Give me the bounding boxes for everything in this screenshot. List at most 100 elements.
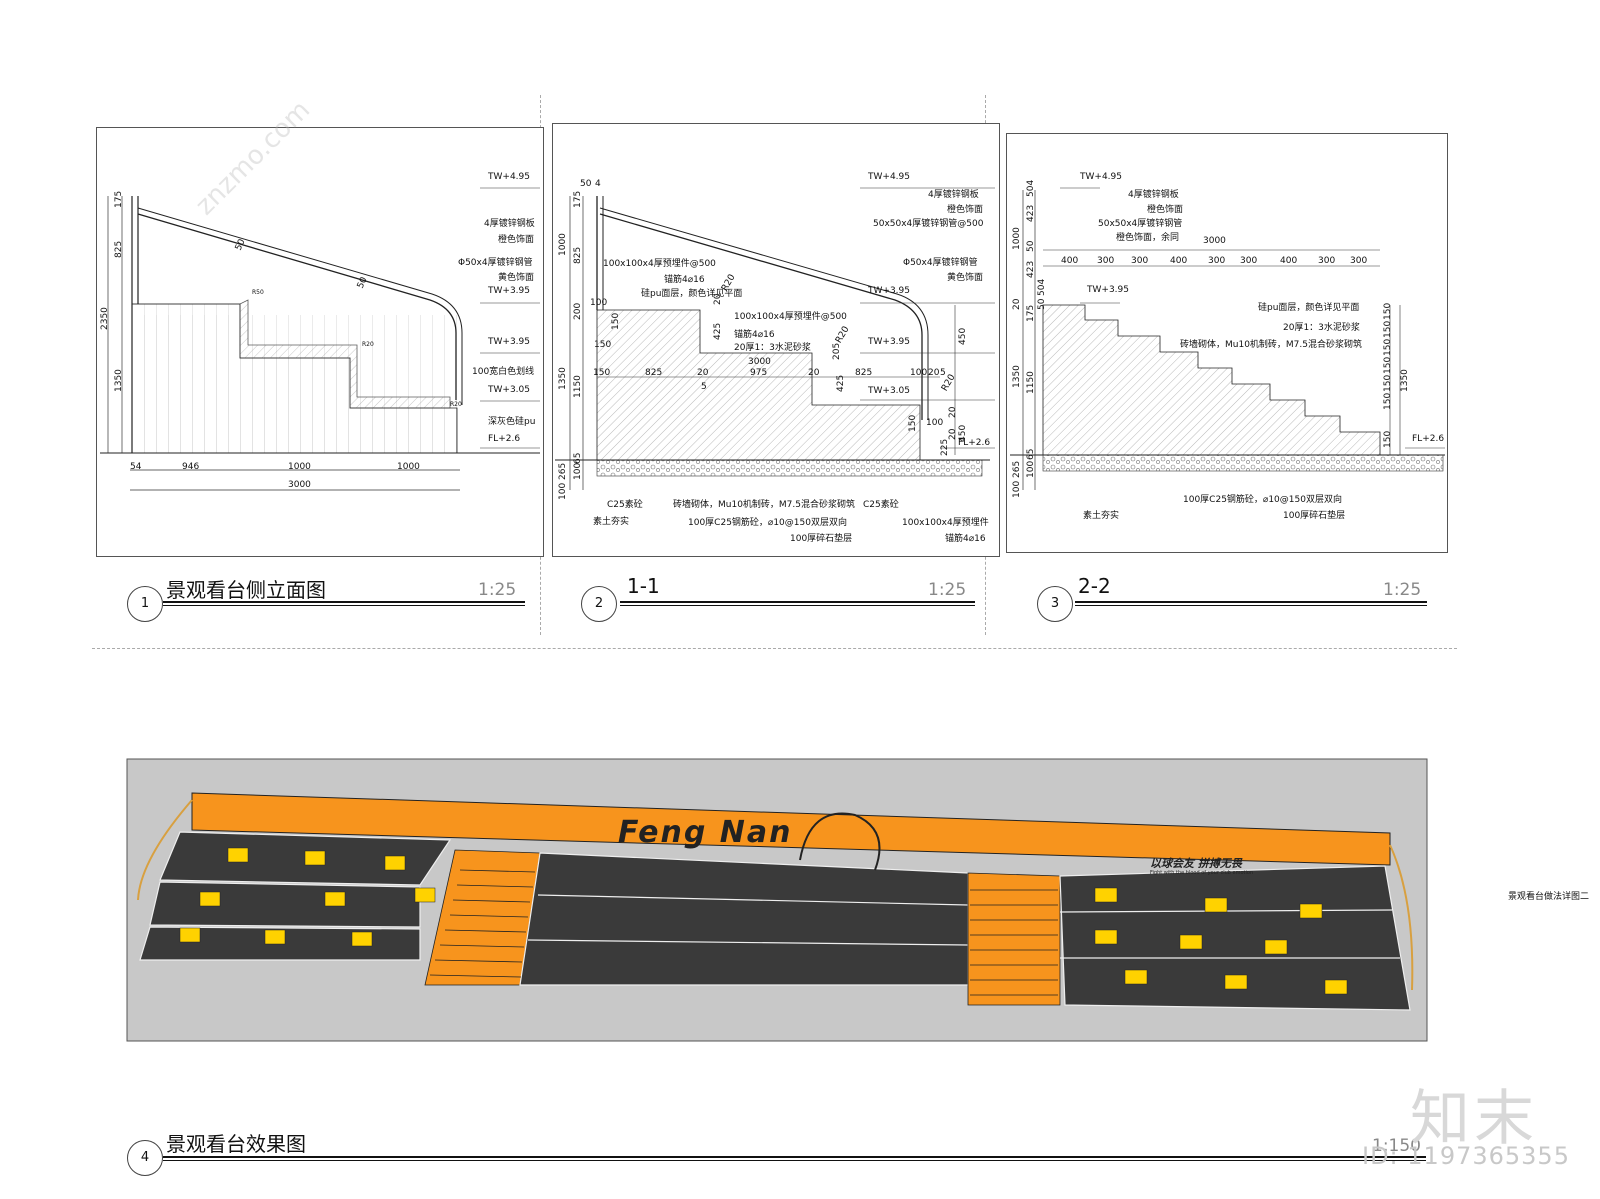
p2-dim-mid-8: 20 bbox=[928, 368, 940, 378]
p3-label-top-4: 橙色饰面，余同 bbox=[1116, 233, 1180, 243]
p2-elevation-5: FL+2.6 bbox=[958, 438, 991, 448]
p3-label-right-2: 20厚1：3水泥砂浆 bbox=[1283, 323, 1360, 333]
p2-dim-inline-13: 100 bbox=[926, 418, 944, 428]
drawing-2-number: 2 bbox=[581, 586, 617, 622]
p2-dim-inline-17: 20 bbox=[948, 428, 958, 440]
p2-dim-inline-6: 425 bbox=[836, 374, 846, 392]
p2-dim-mid-4: 975 bbox=[750, 368, 768, 378]
p2-dim-top-1: 50 bbox=[580, 179, 592, 189]
p2-dim-mid-11: 5 bbox=[701, 382, 707, 392]
p3-dim-left-14: 100 bbox=[1026, 460, 1036, 478]
p1-label-3: Φ50x4厚镀锌钢管 bbox=[458, 258, 533, 268]
p1-dim-inline-5: R20 bbox=[450, 401, 462, 408]
p1-dim-left-1: 175 bbox=[114, 190, 124, 208]
p2-dim-left-9: 100 bbox=[573, 462, 583, 480]
sheet-divider-horizontal bbox=[92, 648, 1457, 649]
p1-label-4: 黄色饰面 bbox=[498, 273, 535, 283]
drawing-3-title: 2-2 bbox=[1078, 574, 1111, 598]
p1-elevation-4: TW+3.05 bbox=[488, 385, 530, 395]
render-slogan-cn: 以球会友 拼搏无畏 bbox=[1150, 857, 1242, 870]
drawing-3-underline bbox=[1075, 601, 1427, 603]
p3-dim-right-4: 150 bbox=[1383, 356, 1393, 374]
drawing-1-number: 1 bbox=[127, 586, 163, 622]
drawing-2-title: 1-1 bbox=[627, 574, 660, 598]
p3-dim-top-10: 300 bbox=[1350, 256, 1368, 266]
p3-label-right-1: 硅pu面层，颜色详见平面 bbox=[1258, 303, 1360, 313]
p1-dim-bottom-2: 946 bbox=[182, 462, 200, 472]
p2-dim-left-5: 1350 bbox=[558, 367, 568, 390]
p3-dim-left-15: 100 bbox=[1012, 480, 1022, 498]
p3-dim-top-4: 300 bbox=[1131, 256, 1149, 266]
p3-dim-top-6: 300 bbox=[1208, 256, 1226, 266]
p2-label-inner-1: 100x100x4厚预埋件@500 bbox=[603, 259, 716, 269]
render-brand-text: Feng Nan bbox=[618, 815, 793, 850]
p2-label-inner-4: 100x100x4厚预埋件@500 bbox=[734, 312, 847, 322]
p2-dim-inline-5: 20 bbox=[713, 293, 723, 305]
p2-dim-top-2: 4 bbox=[595, 179, 601, 189]
p3-dim-left-2: 423 bbox=[1026, 204, 1036, 222]
drawing-1-underline bbox=[163, 601, 525, 603]
p1-dim-inline-4: R20 bbox=[362, 341, 374, 348]
p1-elevation-3: TW+3.95 bbox=[488, 337, 530, 347]
p2-dim-inline-11: 450 bbox=[958, 327, 968, 345]
p2-label-bottom-7: 100x100x4厚预埋件 bbox=[902, 518, 989, 528]
p1-label-2: 橙色饰面 bbox=[498, 235, 535, 245]
p2-label-bottom-5: 100厚C25钢筋砼，⌀10@150双层双向 bbox=[688, 518, 847, 528]
p3-dim-left-3: 50 bbox=[1026, 240, 1036, 252]
p2-label-right-2: 橙色饰面 bbox=[947, 205, 984, 215]
watermark-id: ID: 1197365355 bbox=[1362, 1142, 1570, 1170]
p1-dim-left-2: 825 bbox=[114, 240, 124, 258]
drawing-4-scale: 1:150 bbox=[1372, 1136, 1421, 1156]
p2-label-right-3: 50x50x4厚镀锌钢管@500 bbox=[873, 219, 984, 229]
p3-dim-left-1: 504 bbox=[1026, 179, 1036, 197]
p1-elevation-1: TW+4.95 bbox=[488, 172, 530, 182]
p2-dim-mid-5: 20 bbox=[808, 368, 820, 378]
drawing-1-section bbox=[100, 187, 540, 491]
p3-dim-right-5: 150 bbox=[1383, 374, 1393, 392]
p2-dim-inline-7: 205 bbox=[832, 342, 842, 360]
drawing-1-underline-thin bbox=[163, 605, 525, 606]
p2-label-bottom-4: 素土夯实 bbox=[593, 517, 630, 527]
p3-label-top-2: 橙色饰面 bbox=[1147, 205, 1184, 215]
p2-label-right-1: 4厚镀锌钢板 bbox=[928, 190, 979, 200]
p2-label-bottom-1: C25素砼 bbox=[607, 500, 643, 510]
p2-dim-inline-4: 425 bbox=[713, 322, 723, 340]
p2-label-inner-6: 20厚1：3水泥砂浆 bbox=[734, 343, 811, 353]
p2-dim-mid-2: 825 bbox=[645, 368, 663, 378]
p2-dim-mid-6: 825 bbox=[855, 368, 873, 378]
p2-dim-inline-15: 20 bbox=[948, 406, 958, 418]
p1-dim-inline-3: R50 bbox=[252, 289, 264, 296]
p2-dim-mid-7: 100 bbox=[910, 368, 928, 378]
p2-dim-inline-12: 150 bbox=[908, 414, 918, 432]
p1-dim-bottom-1: 54 bbox=[130, 462, 142, 472]
drawing-1-title: 景观看台侧立面图 bbox=[166, 578, 326, 602]
p2-dim-left-3: 1000 bbox=[558, 233, 568, 256]
p2-label-right-5: 黄色饰面 bbox=[947, 273, 984, 283]
render-4 bbox=[126, 758, 1428, 1042]
drawing-3-underline-thin bbox=[1075, 605, 1427, 606]
drawing-2-section bbox=[555, 187, 995, 490]
render-side-note: 景观看台做法详图二 bbox=[1508, 892, 1590, 902]
drawing-2-underline bbox=[620, 601, 975, 603]
p3-dim-right-7: 150 bbox=[1383, 430, 1393, 448]
p3-dim-left-12: 65 bbox=[1026, 448, 1036, 460]
p3-elevation-1: TW+4.95 bbox=[1080, 172, 1122, 182]
p1-dim-bottom-4: 1000 bbox=[397, 462, 420, 472]
drawing-3-scale: 1:25 bbox=[1383, 580, 1422, 600]
p2-label-inner-5: 锚筋4⌀16 bbox=[734, 330, 775, 340]
drawing-4-number: 4 bbox=[127, 1140, 163, 1176]
p3-dim-left-10: 1350 bbox=[1012, 365, 1022, 388]
p2-elevation-1: TW+4.95 bbox=[868, 172, 910, 182]
p2-elevation-2: TW+3.95 bbox=[868, 286, 910, 296]
p2-dim-inline-1: 150 bbox=[611, 312, 621, 330]
drawing-2-scale: 1:25 bbox=[928, 580, 967, 600]
drawing-2-underline-thin bbox=[620, 605, 975, 606]
p3-dim-right-2: 150 bbox=[1383, 320, 1393, 338]
drawing-4-title: 景观看台效果图 bbox=[166, 1132, 306, 1156]
p2-dim-left-10: 100 bbox=[558, 482, 568, 500]
p1-dim-bottom-3: 1000 bbox=[288, 462, 311, 472]
render-slogan-en: Fight with the blood of your club emotio… bbox=[1150, 870, 1254, 876]
p2-dim-inline-14: 225 bbox=[940, 438, 950, 456]
p1-elevation-5: FL+2.6 bbox=[488, 434, 521, 444]
